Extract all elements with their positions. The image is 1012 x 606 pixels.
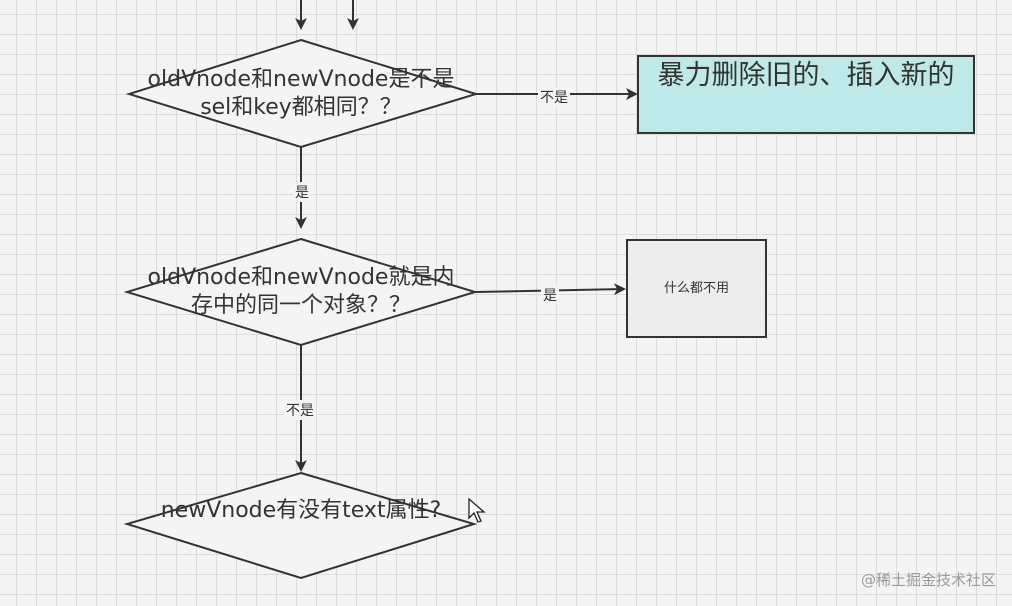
decision-1-text: oldVnode和newVnode是不是sel和key都相同？？ xyxy=(147,67,455,120)
action-1-text: 暴力删除旧的、插入新的 xyxy=(657,60,955,91)
action-box-2[interactable] xyxy=(626,239,767,338)
action-box-1[interactable] xyxy=(637,55,975,134)
mouse-cursor-icon xyxy=(468,498,486,523)
action-2-text: 什么都不用 xyxy=(663,281,729,296)
edge-label-c1-a1: 不是 xyxy=(538,87,570,107)
decision-2-text: oldVnode和newVnode就是内存中的同一个对象？？ xyxy=(147,265,455,318)
edge-label-c2-c3: 不是 xyxy=(284,400,316,420)
decision-3-text: newVnode有没有text属性? xyxy=(160,498,442,523)
decision-diamond-3[interactable] xyxy=(123,471,478,580)
edge-label-c2-a2: 是 xyxy=(541,285,559,305)
edge-label-c1-c2: 是 xyxy=(293,182,311,202)
watermark: @稀土掘金技术社区 xyxy=(860,571,996,589)
